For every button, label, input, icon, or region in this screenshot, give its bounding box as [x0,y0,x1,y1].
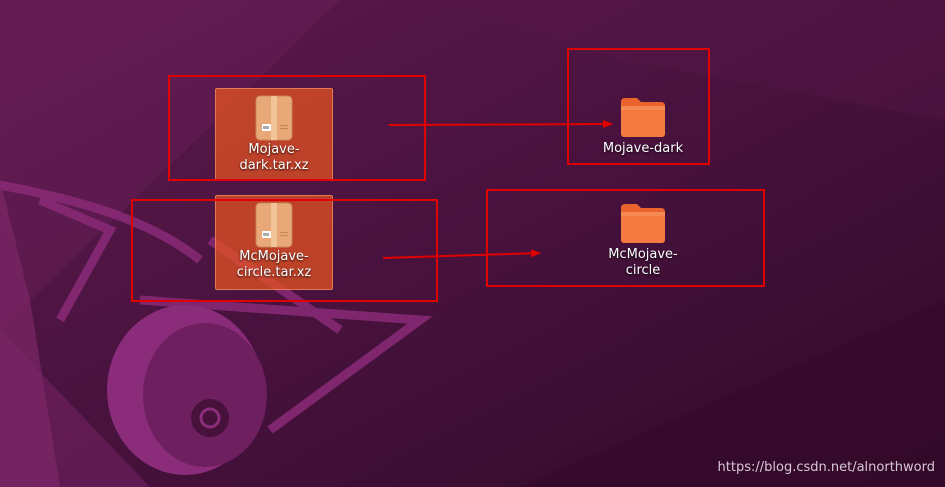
watermark: https://blog.csdn.net/alnorthword [717,460,935,475]
folder-label: McMojave- circle [608,247,678,278]
ubuntu-logo [191,399,229,437]
archive-mojave-dark[interactable]: Mojave- dark.tar.xz [215,88,333,181]
folder-mcmojave-circle[interactable]: McMojave- circle [584,202,702,282]
archive-icon [255,95,293,141]
archive-label: Mojave- dark.tar.xz [239,142,309,173]
folder-label: Mojave-dark [602,141,684,156]
folder-icon [621,204,665,243]
archive-mcmojave-circle[interactable]: McMojave- circle.tar.xz [215,195,333,290]
archive-label: McMojave- circle.tar.xz [236,249,312,280]
archive-icon [255,202,293,248]
folder-mojave-dark[interactable]: Mojave-dark [584,96,702,166]
folder-icon [621,98,665,137]
